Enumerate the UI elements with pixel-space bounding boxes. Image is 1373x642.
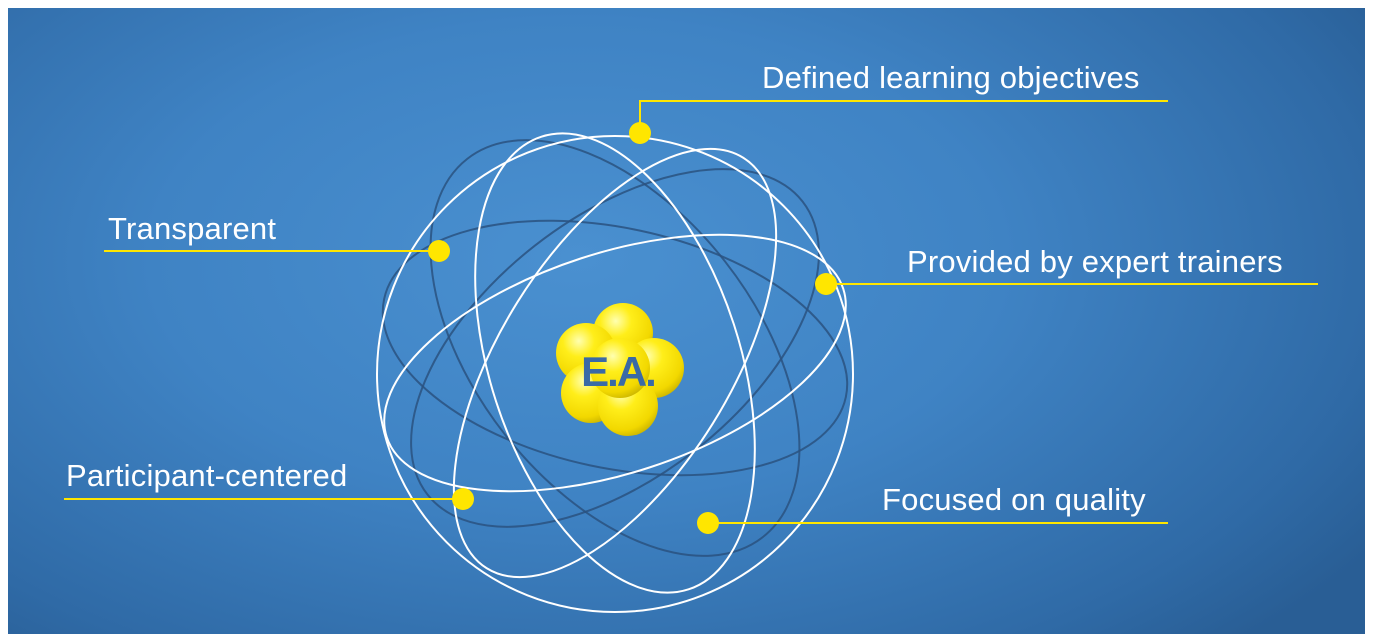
outer-sphere [376, 135, 854, 613]
atom-diagram: E.A. [64, 100, 1318, 613]
label-participant-centered: Participant-centered [66, 458, 348, 493]
dot-provided [815, 273, 837, 295]
nucleus-ball-6 [590, 338, 650, 398]
leader-defined [639, 100, 1168, 133]
label-focused-on-quality: Focused on quality [882, 482, 1146, 517]
orbit-back-3 [381, 219, 849, 477]
nucleus: E.A. [556, 303, 684, 436]
label-transparent: Transparent [108, 211, 277, 246]
dot-participant [452, 488, 474, 510]
orbit-front-1 [383, 233, 847, 493]
nucleus-label: E.A. [581, 348, 655, 395]
dot-transparent [428, 240, 450, 262]
front-orbits [376, 132, 854, 613]
orbit-front-3 [474, 132, 756, 594]
marker-dots [428, 122, 837, 534]
diagram-canvas: E.A. Defined learning objectives Transpa… [8, 8, 1365, 634]
orbit-front-2 [452, 147, 778, 579]
leader-lines [64, 100, 1318, 524]
dot-defined [629, 122, 651, 144]
orbit-back-1 [429, 139, 801, 557]
dot-focused [697, 512, 719, 534]
label-provided-by-expert-trainers: Provided by expert trainers [907, 244, 1283, 279]
label-defined-learning-objectives: Defined learning objectives [762, 60, 1140, 95]
